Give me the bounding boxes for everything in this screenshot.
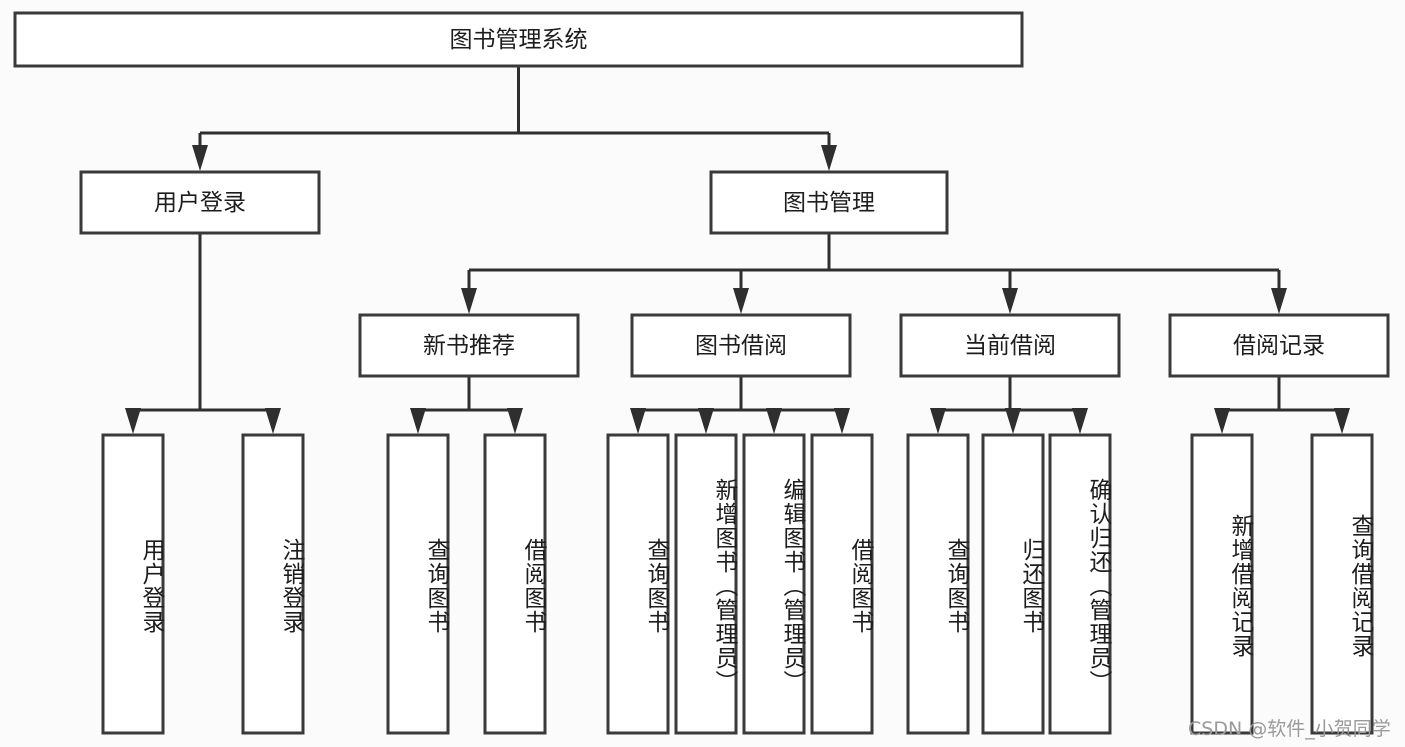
arrow-user-login-1-head	[265, 408, 281, 434]
node-leaf-return-book-box[interactable]	[981, 433, 1045, 735]
node-leaf-add-book-box[interactable]	[674, 433, 738, 735]
arrow-book-manage-0-head	[461, 288, 477, 314]
node-leaf-user-login-box[interactable]	[101, 433, 165, 735]
node-user-login-box[interactable]	[79, 170, 321, 235]
node-leaf-borrow-book-2-box[interactable]	[810, 433, 874, 735]
node-root-label: 图书管理系统	[450, 27, 588, 53]
arrow-current-borrow-2-head	[1072, 408, 1088, 434]
node-current-borrow-box[interactable]	[899, 313, 1121, 378]
arrow-new-book-rec-1-head	[507, 408, 523, 434]
node-root-box[interactable]	[13, 11, 1024, 68]
node-book-borrow-box[interactable]	[630, 313, 852, 378]
arrow-book-borrow-1-head	[698, 408, 714, 434]
node-book-manage-box[interactable]	[709, 170, 949, 235]
node-leaf-query-book-3-box[interactable]	[906, 433, 970, 735]
node-leaf-query-book-1-box[interactable]	[386, 433, 450, 735]
arrow-book-manage-1-head	[733, 288, 749, 314]
arrow-borrow-record-0-head	[1214, 408, 1230, 434]
node-borrow-record-label: 借阅记录	[1233, 333, 1325, 359]
node-new-book-rec-box[interactable]	[358, 313, 580, 378]
node-leaf-query-record-box[interactable]	[1310, 433, 1374, 735]
arrow-book-borrow-2-head	[766, 408, 782, 434]
csdn-watermark: CSDN @软件_小贺同学	[1188, 718, 1391, 740]
node-book-borrow-label: 图书借阅	[695, 333, 787, 359]
node-leaf-add-record-box[interactable]	[1190, 433, 1254, 735]
node-user-login-label: 用户登录	[154, 190, 246, 216]
arrow-book-manage-2-head	[1002, 288, 1018, 314]
arrow-borrow-record-1-head	[1334, 408, 1350, 434]
arrow-book-manage-3-head	[1271, 288, 1287, 314]
arrow-root-1-head	[821, 145, 837, 171]
arrow-new-book-rec-0-head	[410, 408, 426, 434]
node-leaf-confirm-return-box[interactable]	[1048, 433, 1112, 735]
node-leaf-edit-book-box[interactable]	[742, 433, 806, 735]
arrow-user-login-0-head	[125, 408, 141, 434]
node-current-borrow-label: 当前借阅	[964, 333, 1056, 359]
arrow-current-borrow-0-head	[930, 408, 946, 434]
arrow-book-borrow-3-head	[834, 408, 850, 434]
arrow-current-borrow-1-head	[1005, 408, 1021, 434]
node-leaf-borrow-book-1-box[interactable]	[483, 433, 547, 735]
arrow-book-borrow-0-head	[630, 408, 646, 434]
node-new-book-rec-label: 新书推荐	[423, 333, 515, 359]
arrow-root-0-head	[192, 145, 208, 171]
connectors-layer	[125, 66, 1350, 434]
node-borrow-record-box[interactable]	[1168, 313, 1390, 378]
boxes-layer	[13, 11, 1390, 735]
node-leaf-query-book-2-box[interactable]	[606, 433, 670, 735]
node-leaf-logout-box[interactable]	[241, 433, 305, 735]
node-book-manage-label: 图书管理	[783, 190, 875, 216]
